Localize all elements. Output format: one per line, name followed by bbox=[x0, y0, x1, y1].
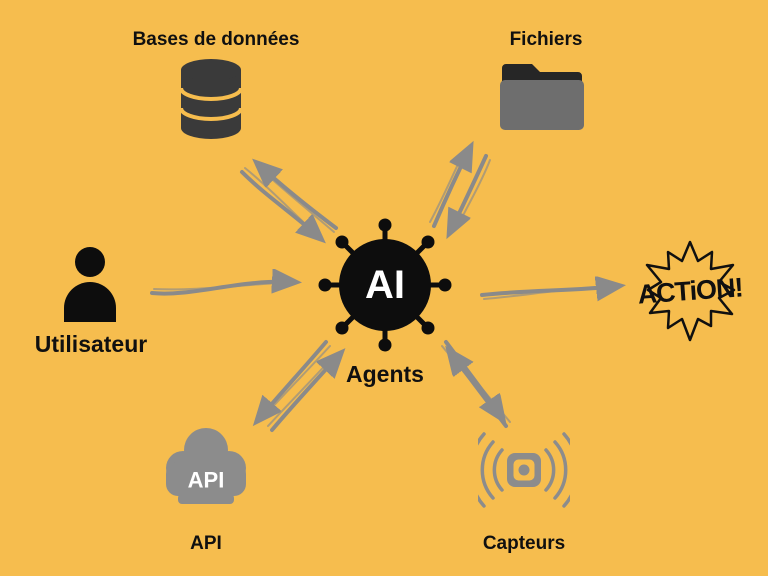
arrow-databases-to-ai bbox=[240, 167, 320, 238]
api-label: API bbox=[190, 533, 222, 554]
folder-icon bbox=[498, 56, 586, 134]
user-icon bbox=[58, 246, 122, 322]
files-label: Fichiers bbox=[509, 29, 583, 50]
ai-agents-node: AI bbox=[315, 215, 455, 355]
sensor-icon bbox=[478, 424, 570, 516]
action-burst: ACTiON! bbox=[616, 236, 764, 344]
database-icon bbox=[178, 56, 244, 142]
arrow-user-to-ai bbox=[150, 282, 294, 296]
action-burst-outline bbox=[645, 240, 736, 342]
sensors-label: Capteurs bbox=[482, 533, 566, 554]
api-cloud-text: API bbox=[188, 468, 225, 493]
action-text: ACTiON! bbox=[637, 272, 744, 309]
databases-label: Bases de données bbox=[132, 29, 300, 50]
arrow-ai-to-action bbox=[480, 286, 618, 299]
arrow-sensors-to-ai bbox=[450, 352, 511, 428]
agents-label: Agents bbox=[346, 361, 424, 387]
arrow-files-to-ai bbox=[450, 154, 491, 232]
user-label: Utilisateur bbox=[34, 331, 148, 357]
api-cloud-icon: API bbox=[160, 422, 252, 510]
ai-node-text: AI bbox=[365, 263, 405, 307]
